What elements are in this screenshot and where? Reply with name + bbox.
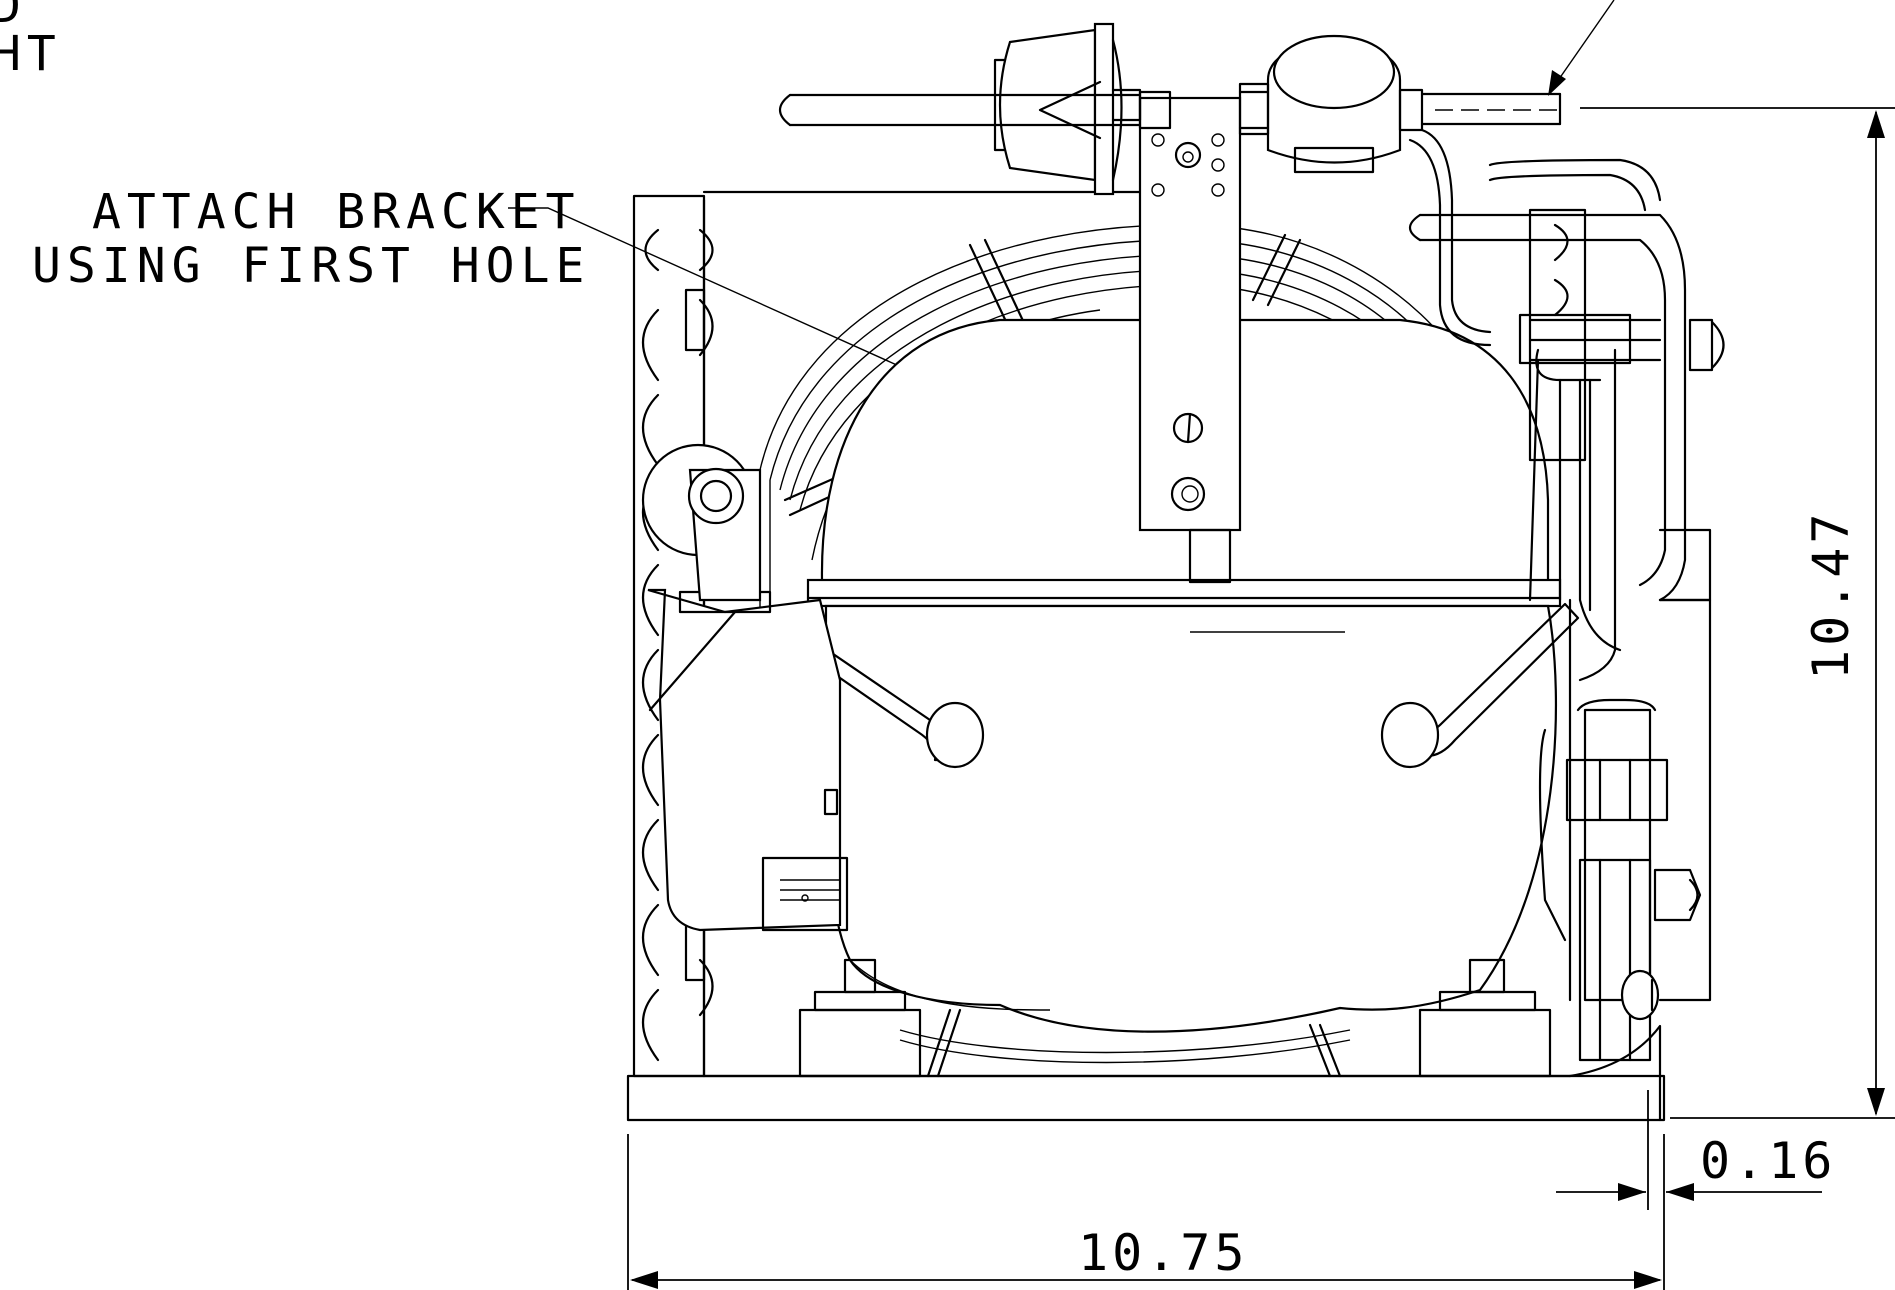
callout-first-hole: USING FIRST HOLE <box>32 238 590 294</box>
callout-attach-bracket: ATTACH BRACKET <box>92 184 581 240</box>
mounting-bracket <box>1138 96 1242 584</box>
cropped-label-line2: HT <box>0 26 62 82</box>
mounting-feet <box>798 958 1552 1078</box>
fan-hanger <box>641 443 762 602</box>
top-right-leader <box>1548 0 1615 96</box>
cropped-label-line1: D <box>0 0 27 34</box>
dimension-width: 10.75 <box>627 1134 1665 1290</box>
relay-box <box>647 588 849 932</box>
dimension-offset: 0.16 <box>1556 1090 1836 1210</box>
right-tubing <box>1408 128 1725 1062</box>
dimension-height-label: 10.47 <box>1802 509 1860 680</box>
dimension-offset-label: 0.16 <box>1700 1132 1836 1190</box>
compressor-tubes <box>786 602 1580 769</box>
dimension-height: 10.47 <box>1580 107 1895 1119</box>
top-canister <box>1238 34 1562 174</box>
fan-motor <box>993 22 1142 196</box>
compressor <box>806 318 1562 1033</box>
base-plate <box>626 1024 1666 1122</box>
dimension-width-label: 10.75 <box>1078 1224 1249 1282</box>
